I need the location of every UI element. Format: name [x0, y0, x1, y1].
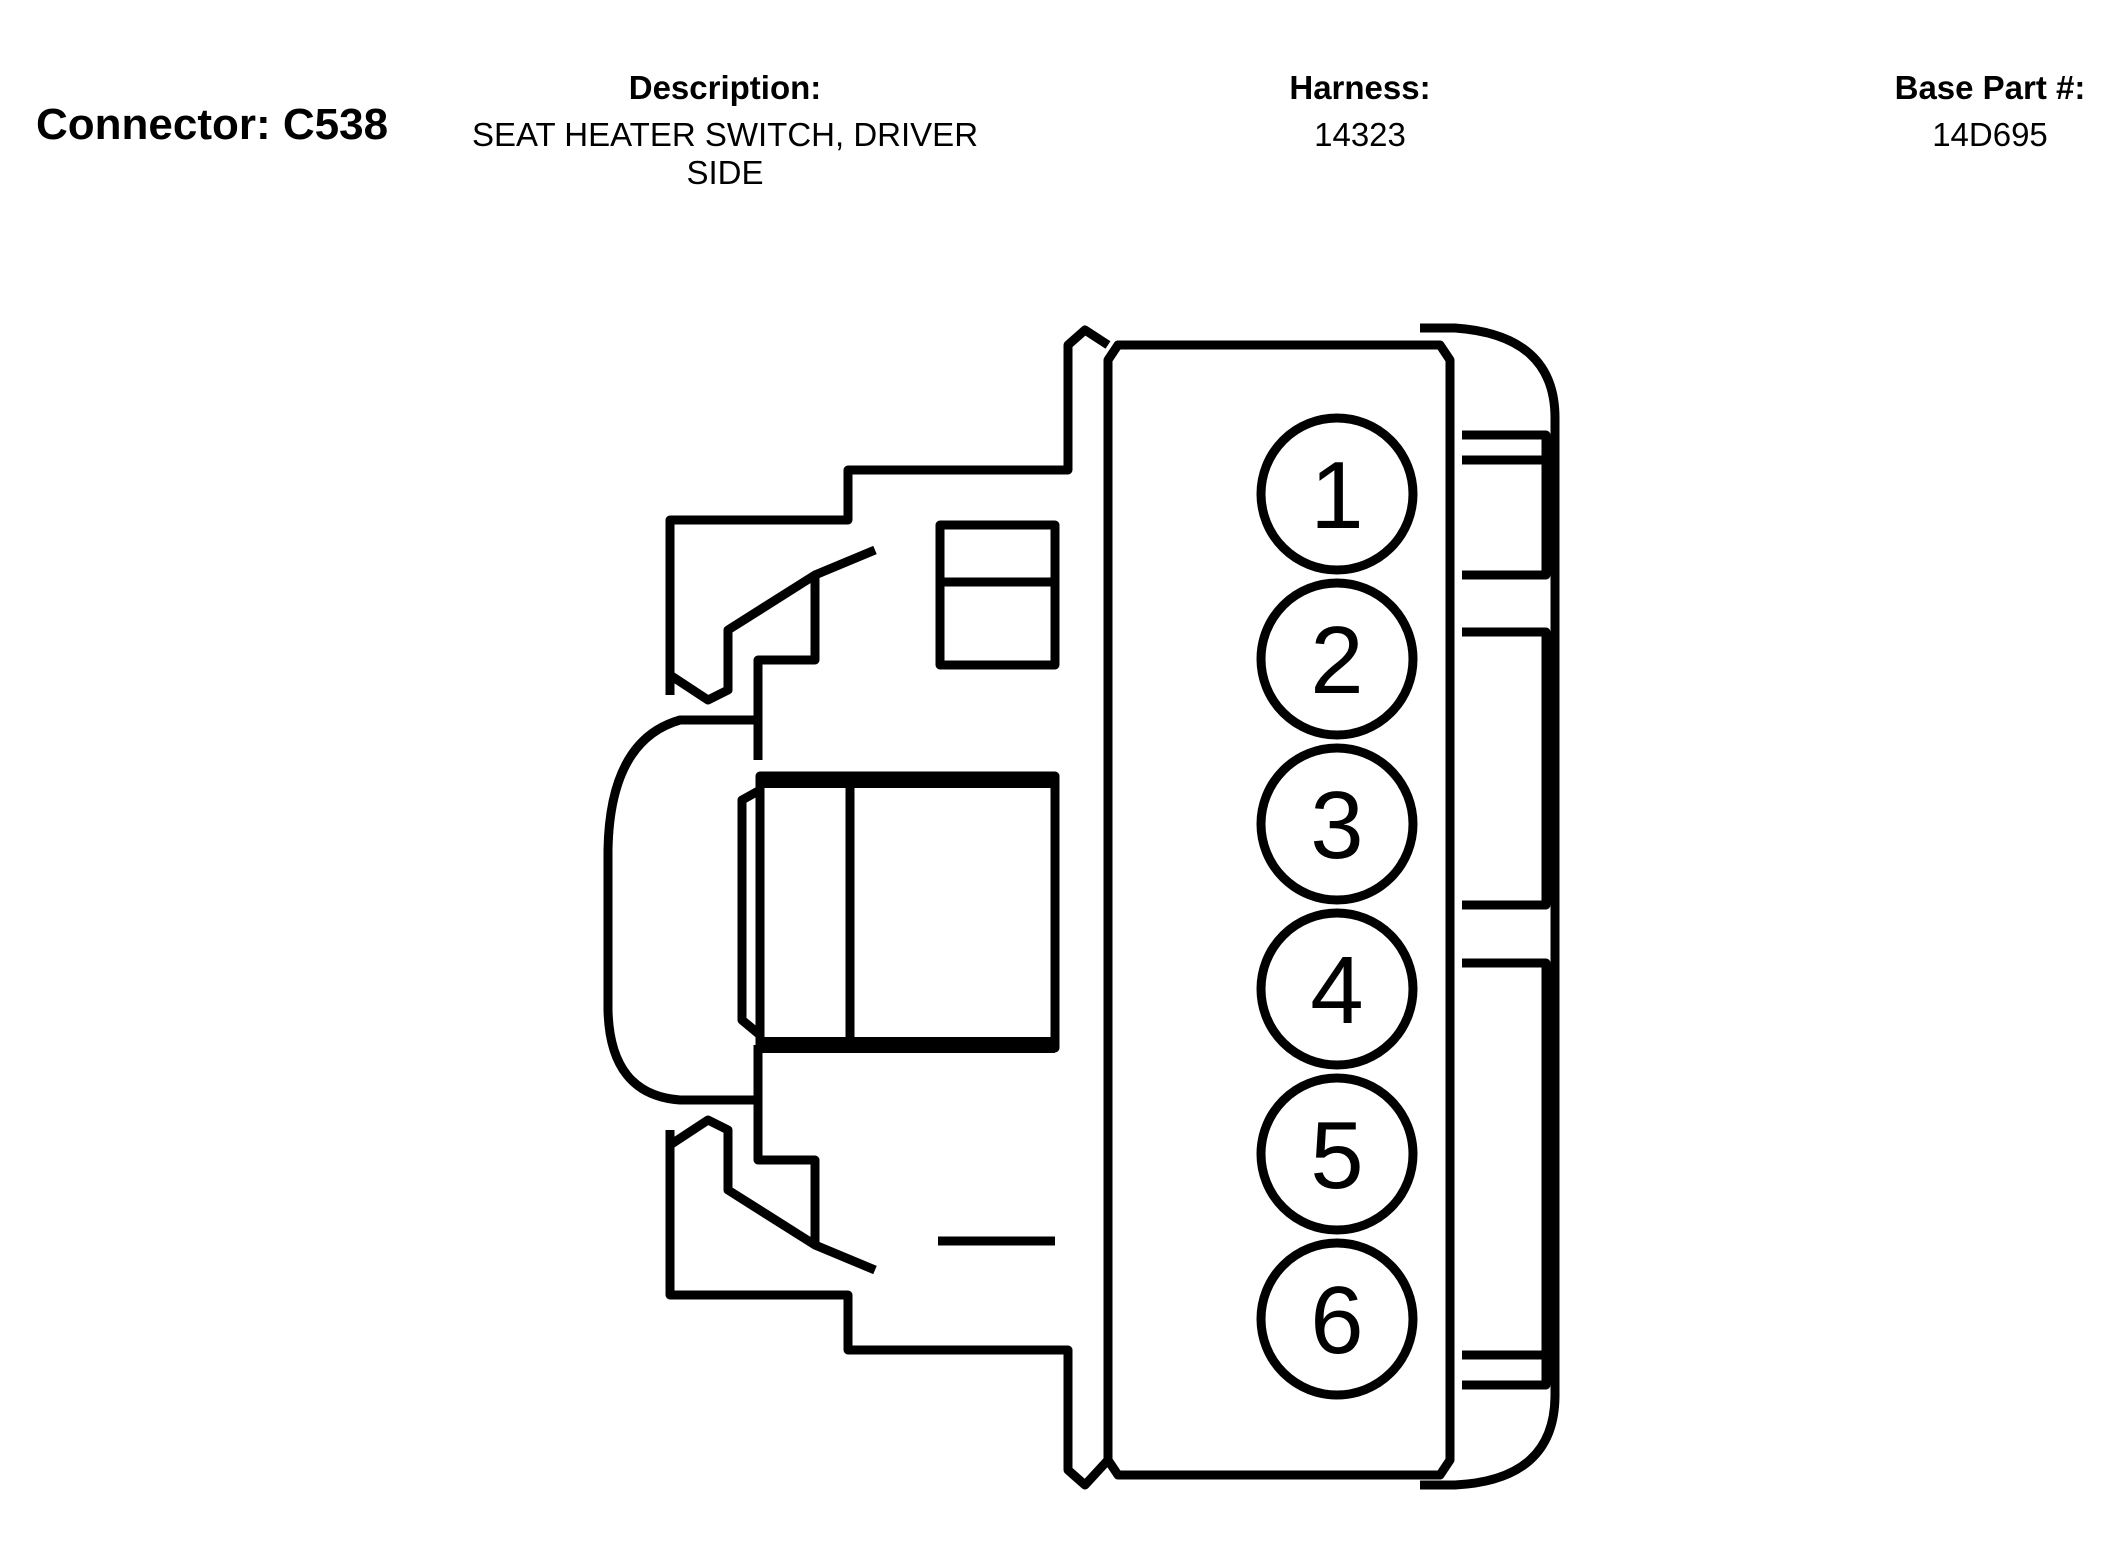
pin-4-label: 4 [1310, 937, 1363, 1044]
base-part-label: Base Part #: [1894, 69, 2086, 106]
upper-window [935, 520, 1060, 670]
latch-upper [665, 520, 820, 760]
latch-tab [603, 715, 758, 1105]
pin-1-circle [1256, 413, 1418, 575]
latch-lower [665, 1045, 820, 1295]
latch-upper-arm [813, 545, 877, 580]
harness-field: Harness: 14323 [1200, 68, 1520, 154]
connector-housing [1103, 340, 1455, 1480]
key-3 [1462, 958, 1551, 1390]
key-1 [1462, 430, 1551, 580]
key-2 [1462, 627, 1551, 910]
pin-2-circle [1256, 578, 1418, 740]
center-window-bevel [737, 786, 763, 1039]
base-part-field: Base Part #: 14D695 [1860, 68, 2120, 154]
pin-5-circle [1256, 1073, 1418, 1235]
connector-title: Connector: C538 [36, 100, 389, 149]
pin-group: 1 2 3 4 5 6 [1256, 413, 1418, 1400]
connector-right-cap [1420, 323, 1560, 1490]
pin-4-circle [1256, 908, 1418, 1070]
pin-2-label: 2 [1310, 607, 1363, 714]
harness-value: 14323 [1314, 116, 1406, 153]
pin-6-circle [1256, 1238, 1418, 1400]
flange-top [665, 325, 1111, 695]
pin-1-label: 1 [1310, 442, 1363, 549]
description-label: Description: [628, 69, 822, 106]
description-field: Description: SEAT HEATER SWITCH, DRIVER … [440, 68, 1010, 192]
base-part-value: 14D695 [1932, 116, 2048, 153]
pin-5-label: 5 [1310, 1102, 1363, 1209]
pin-6-label: 6 [1310, 1267, 1363, 1374]
harness-label: Harness: [1289, 69, 1431, 106]
latch-lower-arm [813, 1240, 877, 1275]
pin-3-label: 3 [1310, 772, 1363, 879]
pin-3-circle [1256, 743, 1418, 905]
description-value: SEAT HEATER SWITCH, DRIVER SIDE [471, 116, 979, 191]
flange-bottom [665, 1130, 1112, 1490]
center-window [755, 771, 1060, 1053]
connector-body [603, 323, 1560, 1490]
